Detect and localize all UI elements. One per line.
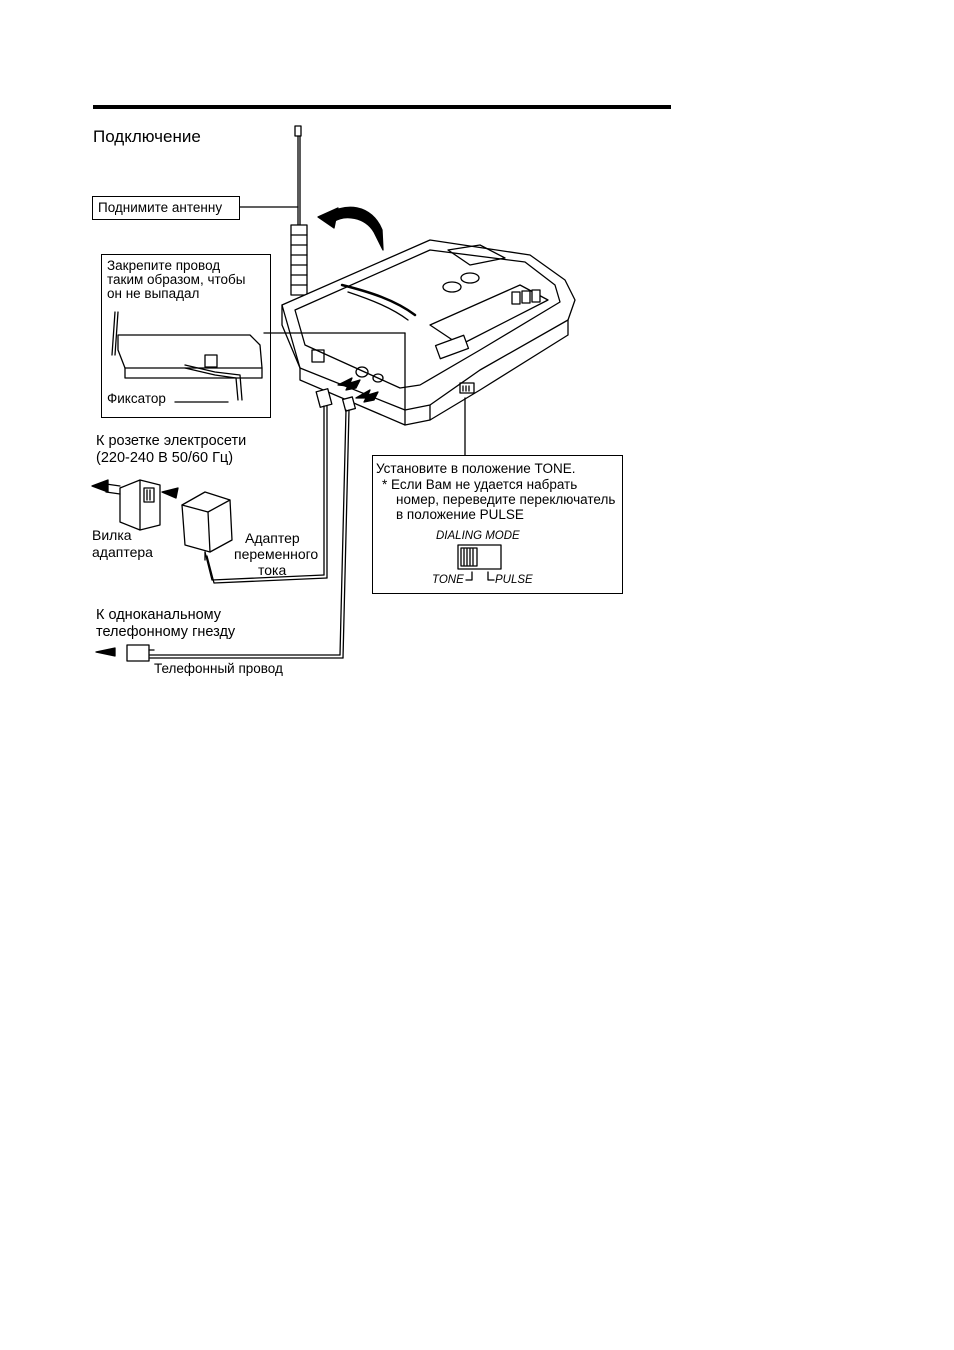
antenna-callout: Поднимите антенну [98, 200, 223, 215]
ac-adapter-line-2: переменного [234, 546, 319, 562]
base-unit-side-icon [111, 311, 263, 403]
ac-adapter-line-1: Адаптер [245, 530, 300, 546]
dialing-mode-switch-icon [457, 544, 502, 581]
tone-label: TONE [432, 574, 464, 586]
rotate-arrow-icon [317, 206, 384, 251]
secure-cord-line-3: он не выпадал [107, 286, 200, 301]
secure-cord-line-1: Закрепите провод [107, 258, 221, 273]
adapter-plug-line-1: Вилка [92, 527, 132, 543]
antenna-callout-box [92, 196, 240, 220]
dialing-line-1: Установите в положение TONE. [376, 461, 576, 476]
pulse-label: PULSE [495, 574, 533, 586]
dialing-line-4: в положение PULSE [396, 507, 524, 522]
outlet-label-line-1: К розетке электросети [96, 433, 247, 449]
phone-jack-line-1: К одноканальному [96, 607, 222, 623]
base-unit-icon [281, 239, 576, 426]
page-title: Подключение [93, 127, 201, 146]
antenna-icon [238, 125, 308, 296]
phone-jack-line-2: телефонному гнезду [96, 624, 236, 640]
plug-in-arrows-icon [337, 377, 379, 403]
dialing-line-3: номер, переведите переключатель [396, 492, 616, 507]
clip-label: Фиксатор [107, 391, 166, 406]
adapter-plug-icon [91, 479, 179, 531]
dialing-mode-label: DIALING MODE [436, 530, 520, 542]
telephone-cord-icon [95, 396, 357, 662]
dialing-line-2: * Если Вам не удается набрать [382, 477, 578, 492]
secure-cord-box [101, 254, 271, 418]
ac-adapter-icon [181, 491, 233, 561]
outlet-label-line-2: (220-240 В 50/60 Гц) [96, 450, 234, 466]
dialing-mode-box [372, 455, 623, 594]
secure-cord-line-2: таким образом, чтобы [107, 272, 246, 287]
adapter-plug-line-2: адаптера [92, 544, 153, 560]
header-rule [93, 105, 671, 109]
power-cord-icon [204, 388, 333, 584]
phone-cord-label: Телефонный провод [154, 661, 283, 676]
ac-adapter-line-3: тока [258, 562, 287, 578]
